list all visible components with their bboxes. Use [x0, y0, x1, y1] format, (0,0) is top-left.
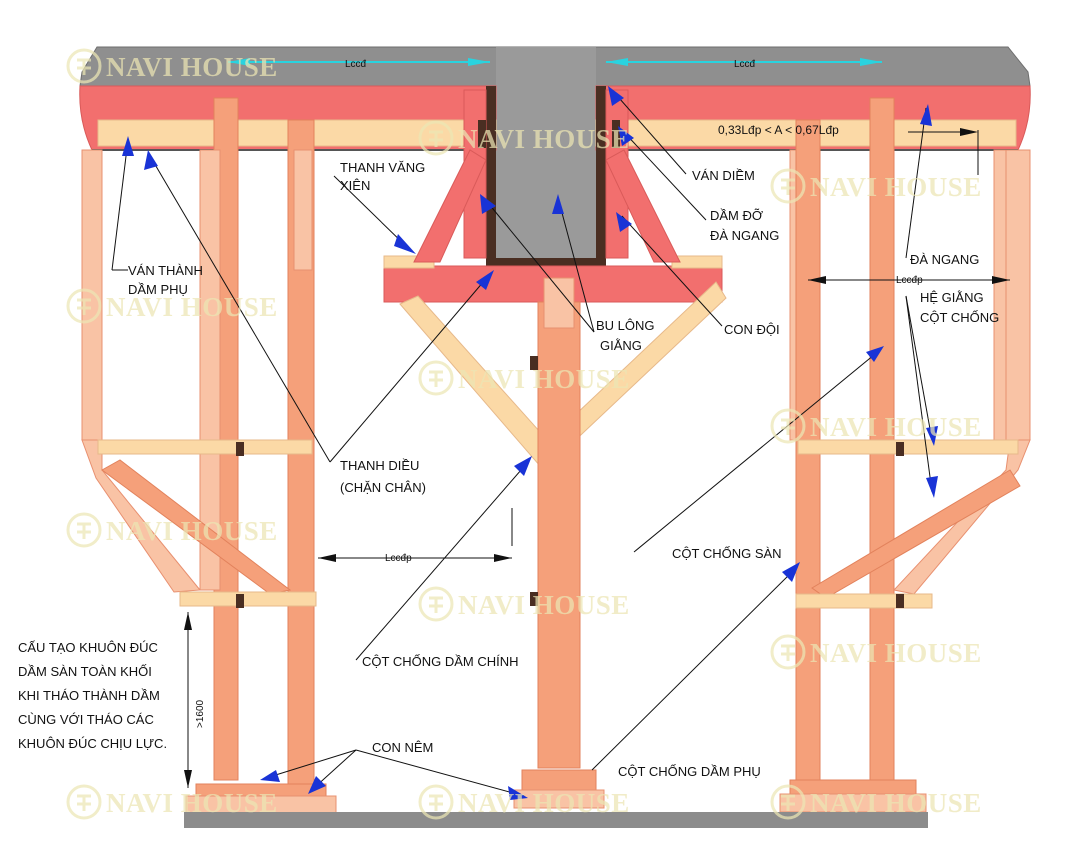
label-cot-chong-dam-chinh: CỘT CHỐNG DẦM CHÍNH	[362, 654, 518, 669]
dim-span-mid-right: Lccđp	[896, 275, 923, 286]
label-cot-chong-san: CỘT CHỐNG SÀN	[672, 546, 782, 561]
dim-span-top-left: Lccđ	[345, 59, 367, 70]
label-bu-long-2: GIẰNG	[600, 338, 642, 353]
watermark-text: NAVI HOUSE	[458, 788, 630, 818]
watermark-text: NAVI HOUSE	[810, 788, 982, 818]
description-line-2: DẦM SÀN TOÀN KHỐI	[18, 664, 152, 679]
watermark-text: NAVI HOUSE	[458, 590, 630, 620]
description-line-5: KHUÔN ĐÚC CHỊU LỰC.	[18, 736, 167, 751]
watermark-text: NAVI HOUSE	[810, 172, 982, 202]
watermark-text: NAVI HOUSE	[458, 364, 630, 394]
watermark-logo-icon	[66, 512, 102, 548]
label-he-giang-1: HỆ GIẰNG	[920, 290, 984, 305]
center-base	[513, 769, 605, 809]
label-con-nem: CON NÊM	[372, 740, 433, 755]
label-thanh-vang-xien-1: THANH VĂNG	[340, 160, 425, 175]
watermark-text: NAVI HOUSE	[106, 52, 278, 82]
dimension-lines: Lccđ Lccđ 0,33Lđp < A < 0,67Lđp Lccđp Lc…	[184, 58, 1010, 788]
description-line-1: CẤU TẠO KHUÔN ĐÚC	[18, 640, 158, 655]
dim-span-top-right: Lccđ	[734, 59, 756, 70]
watermark-logo-icon	[66, 784, 102, 820]
label-van-thanh-dam-phu-2: DẦM PHỤ	[128, 282, 188, 297]
description-line-4: CÙNG VỚI THÁO CÁC	[18, 712, 154, 727]
label-con-doi: CON ĐỘI	[724, 322, 780, 337]
description-line-3: KHI THÁO THÀNH DẦM	[18, 688, 160, 703]
main-beam-concrete	[496, 47, 596, 267]
label-thanh-dieu-1: THANH DIỀU	[340, 458, 419, 473]
watermark-text: NAVI HOUSE	[106, 516, 278, 546]
watermarks: NAVI HOUSE NAVI HOUSE NAVI HOUSE NAVI HO…	[66, 48, 982, 820]
concrete-slab	[79, 46, 1031, 267]
watermark-text: NAVI HOUSE	[458, 124, 630, 154]
dim-span-mid-left: Lccđp	[385, 553, 412, 564]
dim-range-a: 0,33Lđp < A < 0,67Lđp	[718, 123, 839, 137]
label-van-diem: VÁN DIỀM	[692, 168, 755, 183]
label-van-thanh-dam-phu-1: VÁN THÀNH	[128, 263, 203, 278]
ground-line	[184, 812, 928, 828]
watermark-text: NAVI HOUSE	[810, 412, 982, 442]
label-he-giang-2: CỘT CHỐNG	[920, 310, 999, 325]
dim-height-min: >1600	[195, 699, 206, 728]
watermark-logo-icon	[418, 360, 454, 396]
watermark-text: NAVI HOUSE	[810, 638, 982, 668]
labels: THANH VĂNG XIÊN VÁN THÀNH DẦM PHỤ VÁN DI…	[18, 160, 999, 779]
label-cot-chong-dam-phu: CỘT CHỐNG DẦM PHỤ	[618, 764, 761, 779]
label-thanh-vang-xien-2: XIÊN	[340, 178, 370, 193]
label-da-ngang: ĐÀ NGANG	[910, 252, 979, 267]
left-props	[81, 97, 337, 815]
watermark-text: NAVI HOUSE	[106, 292, 278, 322]
label-thanh-dieu-2: (CHẶN CHÂN)	[340, 480, 426, 495]
leader-lines	[111, 86, 938, 800]
watermark-text: NAVI HOUSE	[106, 788, 278, 818]
label-bu-long-1: BU LÔNG	[596, 318, 655, 333]
label-dam-do-da-ngang-2: ĐÀ NGANG	[710, 228, 779, 243]
main-beam-support	[383, 149, 727, 769]
label-dam-do-da-ngang-1: DẦM ĐỠ	[710, 208, 763, 223]
watermark-logo-icon	[418, 586, 454, 622]
right-props	[779, 97, 1031, 813]
